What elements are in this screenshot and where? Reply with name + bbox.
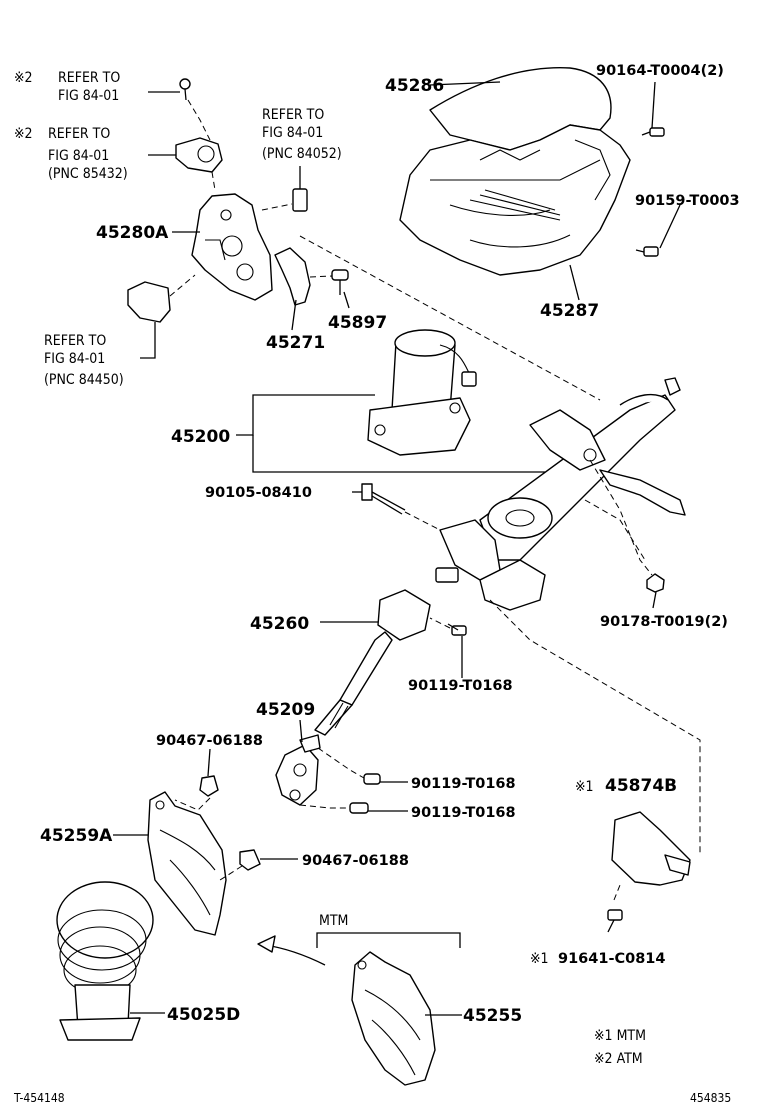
footer: T-454148 454835 xyxy=(13,1091,731,1105)
mtm-bracket xyxy=(316,932,461,948)
ujoint-45209-drawing xyxy=(275,734,321,806)
legend-item-1: ※1 MTM xyxy=(594,1028,646,1044)
lock-housing-drawing xyxy=(191,193,273,301)
boot-45025d-drawing xyxy=(56,881,154,1041)
assembly-dashed-lines xyxy=(169,99,701,901)
screw-90164-icon xyxy=(641,127,665,137)
bolt-45897-icon xyxy=(331,269,349,295)
legend: ※1 MTM ※2 ATM xyxy=(594,1028,646,1067)
key-cylinder-icon xyxy=(175,137,223,173)
legend-item-2: ※2 ATM xyxy=(594,1051,643,1067)
ref2-line1: REFER TO xyxy=(48,126,110,142)
bolt-91641-icon xyxy=(607,909,623,933)
footer-right-code: 454835 xyxy=(690,1091,731,1105)
ref4-line2: FIG 84-01 xyxy=(44,351,105,367)
connector-small-icon xyxy=(292,188,308,212)
switch-84450-icon xyxy=(127,281,171,323)
label-45259A: 45259A xyxy=(40,826,113,846)
label-45280A: 45280A xyxy=(96,223,169,243)
arrow-to-boot-icon xyxy=(257,935,326,966)
ref2-line2: FIG 84-01 xyxy=(48,148,109,164)
label-90119c: 90119-T0168 xyxy=(411,805,516,821)
label-90467a: 90467-06188 xyxy=(156,733,263,749)
label-45287: 45287 xyxy=(540,301,599,321)
label-mtm: MTM xyxy=(319,913,348,929)
leader-lines xyxy=(113,81,681,1016)
ref4-line1: REFER TO xyxy=(44,333,106,349)
ref1-line1: REFER TO xyxy=(58,70,120,86)
label-45286: 45286 xyxy=(385,76,444,96)
label-45897: 45897 xyxy=(328,313,387,333)
clip-90467b-icon xyxy=(239,849,261,871)
ref3-line1: REFER TO xyxy=(262,107,324,123)
bolt-top-icon xyxy=(179,78,191,101)
label-90119a: 90119-T0168 xyxy=(408,678,513,694)
shaft-45260-drawing xyxy=(314,589,431,736)
cover-45255-drawing xyxy=(351,951,436,1086)
cover-45259a-drawing xyxy=(147,791,227,936)
bolt-90119b-icon xyxy=(363,773,381,785)
ref2-line3: (PNC 85432) xyxy=(48,166,128,182)
label-90105: 90105-08410 xyxy=(205,485,312,501)
label-45271: 45271 xyxy=(266,333,325,353)
ref3-line3: (PNC 84052) xyxy=(262,146,342,162)
ref4-line3: (PNC 84450) xyxy=(44,372,124,388)
label-45025D: 45025D xyxy=(167,1005,240,1025)
reference-notes: ※2 REFER TO FIG 84-01 ※2 REFER TO FIG 84… xyxy=(14,70,342,388)
bolt-90105-icon xyxy=(361,483,406,515)
label-45209: 45209 xyxy=(256,700,315,720)
ref3-line2: FIG 84-01 xyxy=(262,125,323,141)
steering-column-drawing xyxy=(435,377,686,611)
part-labels: 45286 90164-T0004(2) 90159-T0003 45287 4… xyxy=(40,63,740,1026)
label-45200: 45200 xyxy=(171,427,230,447)
label-45255: 45255 xyxy=(463,1006,522,1026)
nut-90178-icon xyxy=(646,573,665,593)
label-90178: 90178-T0019(2) xyxy=(600,614,728,630)
ref1-line2: FIG 84-01 xyxy=(58,88,119,104)
motor-45200-drawing xyxy=(367,329,477,456)
label-90467b: 90467-06188 xyxy=(302,853,409,869)
label-45260: 45260 xyxy=(250,614,309,634)
label-91641: 91641-C0814 xyxy=(558,951,665,967)
ref2-mark: ※2 xyxy=(14,126,33,142)
bolt-90119c-icon xyxy=(349,802,369,814)
ref1-mark: ※2 xyxy=(14,70,33,86)
bolt-90119a-icon xyxy=(447,623,467,636)
footer-left-code: T-454148 xyxy=(13,1091,65,1105)
protector-45874b-drawing xyxy=(611,811,691,886)
label-90119b: 90119-T0168 xyxy=(411,776,516,792)
label-90159: 90159-T0003 xyxy=(635,193,740,209)
column-cover-drawing xyxy=(399,67,631,276)
mark-91641: ※1 xyxy=(530,951,549,967)
label-45874B: 45874B xyxy=(605,776,677,796)
screw-90159-icon xyxy=(635,246,659,257)
bracket-45271-drawing xyxy=(274,247,311,306)
label-90164: 90164-T0004(2) xyxy=(596,63,724,79)
clip-90467a-icon xyxy=(199,775,219,797)
mark-45874B: ※1 xyxy=(575,779,594,795)
